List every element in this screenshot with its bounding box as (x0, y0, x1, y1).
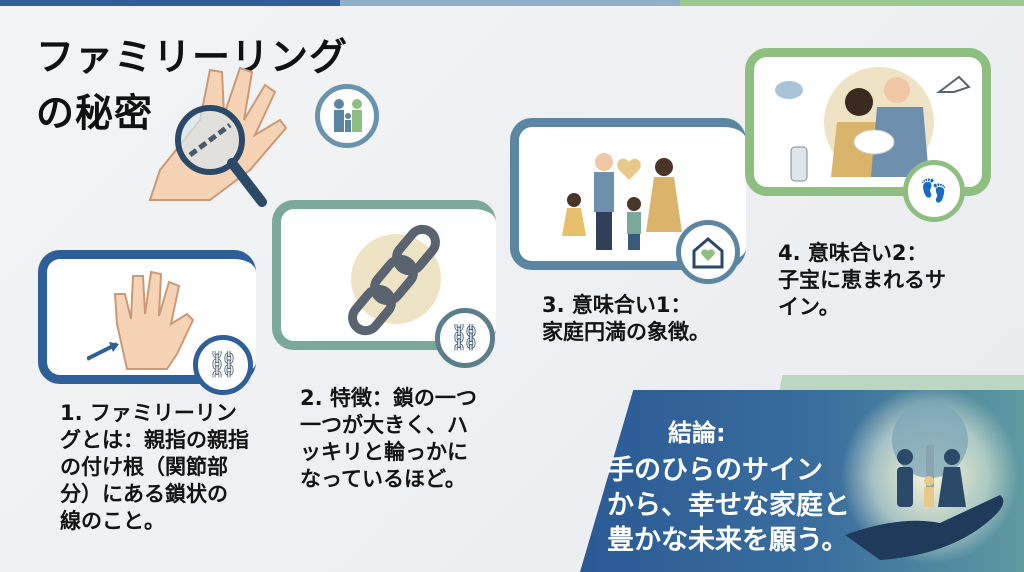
step-1-text: 1. ファミリーリン グとは：親指の親指 の付け根（関節部 分）にある鎖状の 線… (60, 400, 249, 535)
step-3-line: 3. 意味合い1： (542, 293, 692, 317)
hand-magnifier-illustration (148, 66, 288, 207)
step-1-chain-link-icon: ⛓ (193, 335, 253, 395)
step-2-line: ッキリと輪っかに (300, 440, 468, 464)
step-1-line: 分）にある鎖状の (60, 482, 228, 506)
step-1-line: 1. ファミリーリン (60, 401, 237, 425)
step-1-line: 線のこと。 (60, 509, 165, 533)
step-2-chain-link-icon: ⛓ (435, 308, 495, 368)
conclusion-line: 豊かな未来を願う。 (607, 525, 849, 556)
chain-illustration (348, 224, 441, 336)
page-title-line1: ファミリーリング (36, 35, 349, 79)
step-2-text: 2. 特徴：鎖の一つ 一つが大きく、ハ ッキリと輪っかに なっているほど。 (300, 385, 477, 493)
top-stripe-green (680, 0, 1024, 6)
parents-baby-illustration (775, 67, 971, 182)
page-title-line2: の秘密 (36, 91, 154, 135)
conclusion-heading: 結論: (668, 419, 726, 447)
family-icon (315, 84, 379, 148)
top-stripe-lightblue (340, 0, 680, 6)
step-4-baby-footprints-icon: 👣 (903, 160, 965, 222)
step-2-line: 一つが大きく、ハ (300, 413, 468, 437)
top-stripe-blue (0, 0, 340, 6)
step-4-card (745, 48, 991, 196)
conclusion-text: 手のひらのサイン から、幸せな家庭と 豊かな未来を願う。 (607, 453, 850, 558)
step-3-house-heart-icon (676, 220, 740, 284)
step-4-line: 子宝に恵まれるサ (778, 268, 946, 292)
step-1-line: グとは：親指の親指 (60, 428, 249, 452)
step-4-line: 4. 意味合い2： (778, 241, 928, 265)
family-illustration (562, 153, 682, 250)
step-4-text: 4. 意味合い2： 子宝に恵まれるサ イン。 (778, 240, 946, 321)
step-3-text: 3. 意味合い1： 家庭円満の象徴。 (542, 292, 710, 346)
step-2-line: なっているほど。 (300, 467, 466, 491)
step-4-line: イン。 (778, 295, 840, 319)
step-2-card (272, 200, 496, 350)
step-1-line: の付け根（関節部 (60, 455, 228, 479)
conclusion-line: 手のひらのサイン (607, 455, 823, 486)
conclusion-line: から、幸せな家庭と (607, 490, 850, 521)
step-2-line: 2. 特徴：鎖の一つ (300, 386, 477, 410)
step-3-line: 家庭円満の象徴。 (542, 320, 710, 344)
palm-illustration (87, 270, 195, 370)
tree-family-hand-illustration (845, 402, 1004, 560)
